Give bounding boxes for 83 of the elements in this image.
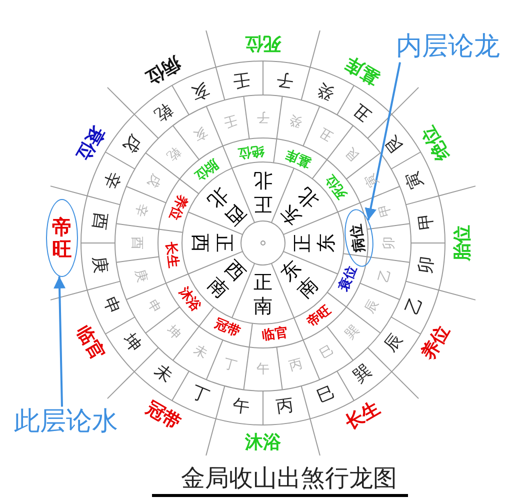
stage-label: 绝位: [418, 122, 454, 164]
mountain-label: 坤: [120, 331, 145, 356]
annotation-text: 此层论水: [14, 408, 118, 436]
mountain-label: 辰: [364, 297, 382, 316]
stage-label: 冠带: [142, 398, 184, 434]
direction-label: 正北: [252, 168, 274, 215]
mountain-label: 亥: [190, 124, 209, 142]
stage-label: 养位: [166, 192, 189, 222]
direction-label: 正东: [291, 232, 338, 254]
mountain-label: 甲: [377, 202, 394, 218]
stage-label: 死位: [323, 172, 350, 202]
mountain-label: 辛: [132, 202, 149, 218]
direction-label: 西南: [202, 255, 251, 304]
mountain-label: 丙: [274, 396, 294, 417]
mountain-label: 庚: [132, 268, 149, 284]
stage-label: 死位: [245, 33, 281, 53]
mountain-label: 丙: [288, 357, 304, 374]
stage-label: 衰位: [72, 122, 108, 164]
title: 金局收山出煞行龙图: [152, 462, 408, 497]
mountain-label: 丑: [351, 100, 376, 125]
mountain-label: 巳: [317, 344, 336, 362]
arrow: [364, 62, 401, 220]
mountain-label: 子: [256, 108, 270, 124]
mountain-label: 申: [144, 297, 162, 316]
mountain-label: 壬: [222, 112, 238, 129]
mountain-label: 寅: [404, 168, 428, 192]
mountain-label: 戌: [144, 170, 162, 189]
mountain-label: 艮: [343, 144, 362, 163]
mountain-label: 未: [150, 361, 175, 386]
annotation-text: 内层论龙: [396, 32, 500, 62]
stage-label: 胎位: [453, 225, 473, 261]
mountain-label: 甲: [416, 212, 437, 232]
stage-label: 长生: [162, 241, 180, 269]
mountain-label: 未: [190, 344, 209, 362]
mountain-label: 巽: [351, 361, 376, 386]
stage-label: 临官: [72, 322, 108, 364]
mountain-label: 午: [256, 362, 270, 378]
mountain-label: 酉: [89, 212, 110, 232]
direction-label: 正西: [188, 232, 235, 254]
mountain-label: 丁: [222, 357, 238, 374]
mountain-label: 丁: [188, 384, 212, 408]
mountain-label: 酉: [128, 236, 144, 250]
mountain-label: 庚: [89, 254, 110, 274]
stage-label: 沐浴: [176, 284, 203, 314]
stage-label: 冠带: [212, 317, 242, 340]
stage-label: 病位: [142, 52, 184, 88]
stage-label: 胎位: [192, 156, 222, 183]
mountain-label: 亥: [188, 78, 212, 102]
mountain-label: 癸: [314, 78, 338, 102]
mountain-label: 申: [98, 294, 122, 318]
mountain-label: 卯: [382, 236, 398, 250]
stage-label: 养位: [418, 322, 454, 364]
mountain-label: 乾: [164, 144, 183, 163]
direction-label: 东南: [275, 255, 324, 304]
mountain-label: 丑: [317, 124, 336, 142]
mountain-label: 辛: [98, 168, 122, 192]
mountain-label: 乾: [150, 100, 175, 125]
stage-label: 临官: [261, 326, 289, 344]
mountain-label: 巳: [314, 384, 338, 408]
mountain-label: 坤: [164, 323, 183, 342]
stage-label: 墓库: [284, 146, 314, 169]
direction-label: 西北: [202, 182, 251, 232]
stage-label: 沐浴: [245, 433, 281, 453]
mountain-label: 子: [274, 69, 294, 90]
arrow: [54, 276, 66, 407]
mountain-label: 巽: [343, 323, 362, 342]
mountain-label: 癸: [288, 112, 304, 129]
mountain-label: 午: [232, 396, 252, 417]
highlight-ellipse: 帝旺: [46, 199, 78, 277]
direction-label: 东北: [275, 182, 324, 232]
mountain-label: 卯: [416, 254, 437, 274]
stage-label: 长生: [342, 398, 384, 434]
mountain-label: 艮: [381, 130, 406, 155]
direction-label: 正南: [252, 271, 274, 319]
stage-label: 绝位: [237, 142, 265, 160]
mountain-label: 乙: [377, 268, 394, 284]
mountain-label: 戌: [120, 130, 145, 155]
mountain-label: 乙: [404, 294, 428, 318]
mountain-label: 辰: [381, 331, 406, 356]
mountain-label: 壬: [232, 69, 252, 90]
stage-label: 帝旺: [304, 303, 334, 330]
mountain-label: 寅: [364, 170, 382, 189]
stage-label: 墓库: [342, 52, 384, 88]
